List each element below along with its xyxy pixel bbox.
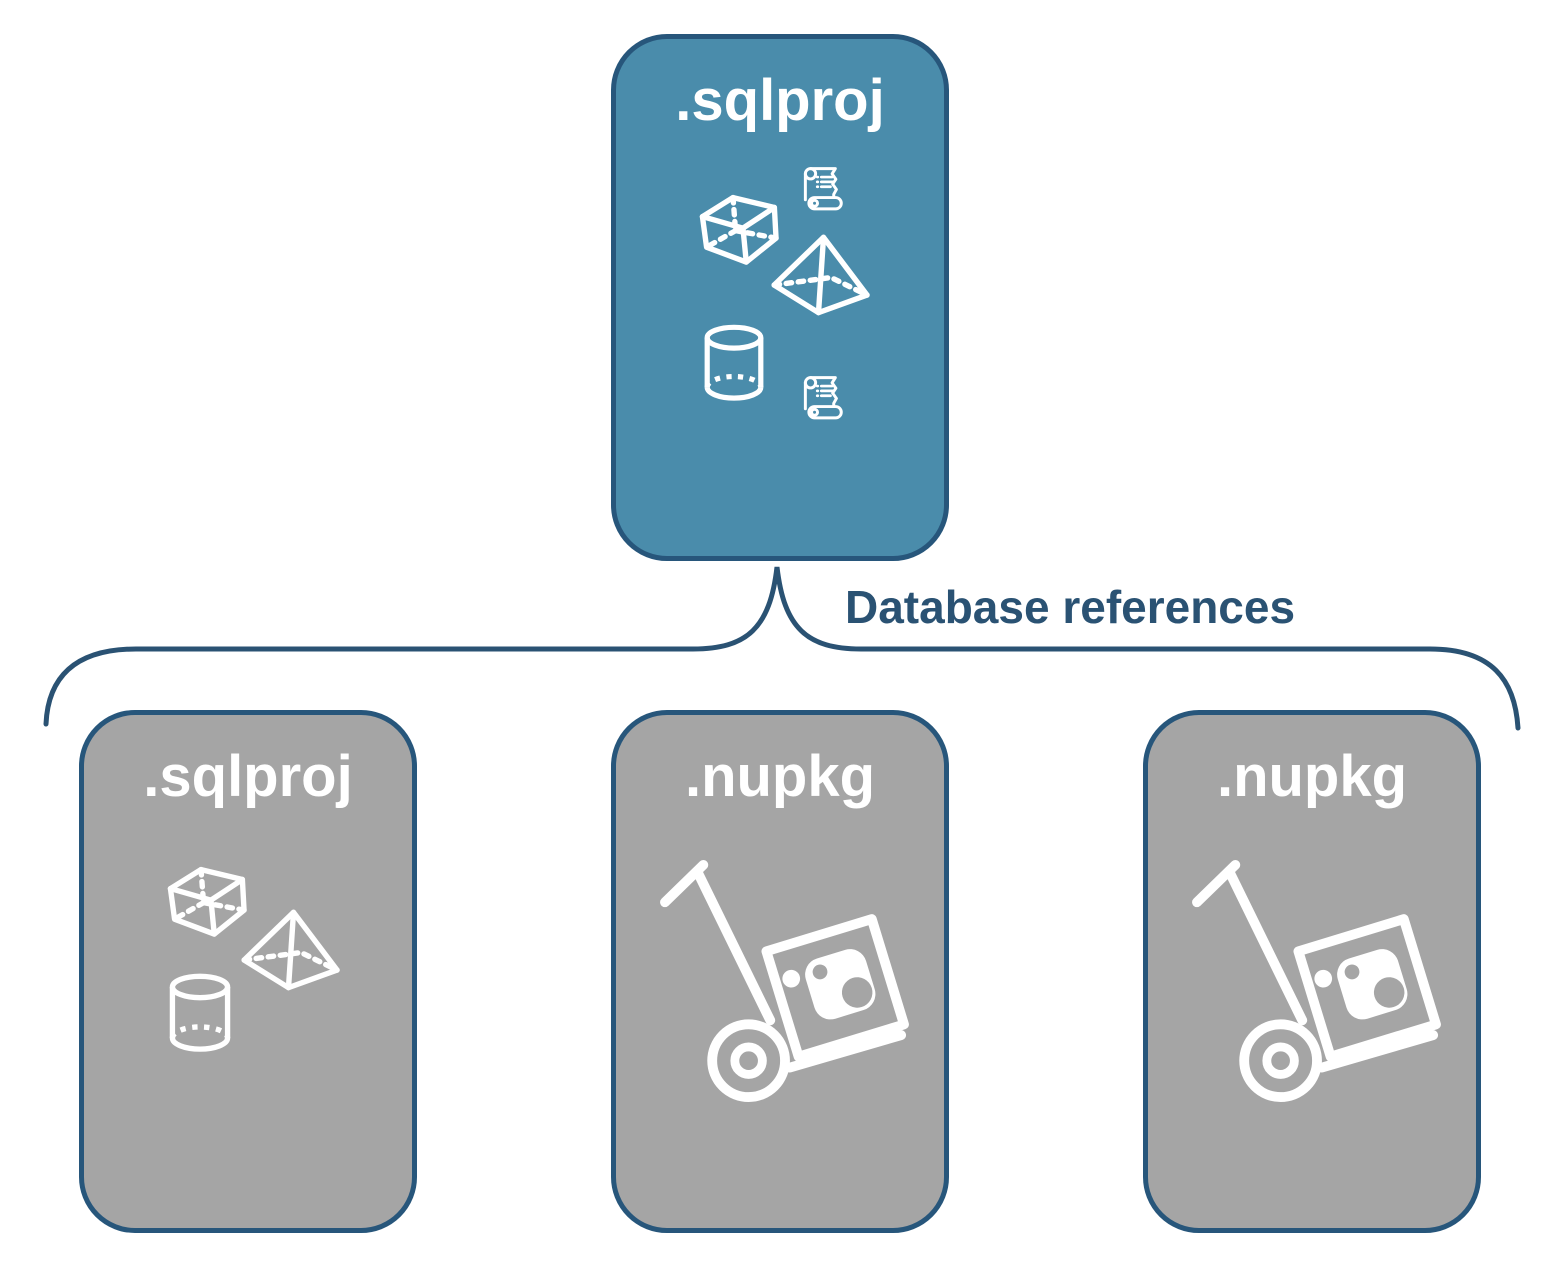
scroll-icon xyxy=(797,372,851,426)
node-child-nupkg: .nupkg xyxy=(1143,710,1481,1233)
node-child-nupkg: .nupkg xyxy=(611,710,949,1233)
node-title: .nupkg xyxy=(1216,744,1408,809)
node-title: .nupkg xyxy=(684,744,876,809)
scroll-icon xyxy=(797,163,851,217)
cube-icon xyxy=(695,190,781,268)
pyramid-icon xyxy=(770,233,872,317)
package-dolly-icon xyxy=(658,857,914,1103)
cylinder-icon xyxy=(167,973,233,1052)
node-title: .sqlproj xyxy=(143,744,353,809)
pyramid-icon xyxy=(240,908,342,992)
cylinder-icon xyxy=(702,324,766,401)
package-dolly-icon xyxy=(1190,857,1446,1103)
cube-icon xyxy=(163,862,249,940)
node-title: .sqlproj xyxy=(675,68,885,133)
node-child-sqlproj: .sqlproj xyxy=(79,710,417,1233)
node-root-sqlproj: .sqlproj xyxy=(611,34,949,561)
edge-label: Database references xyxy=(845,581,1296,633)
